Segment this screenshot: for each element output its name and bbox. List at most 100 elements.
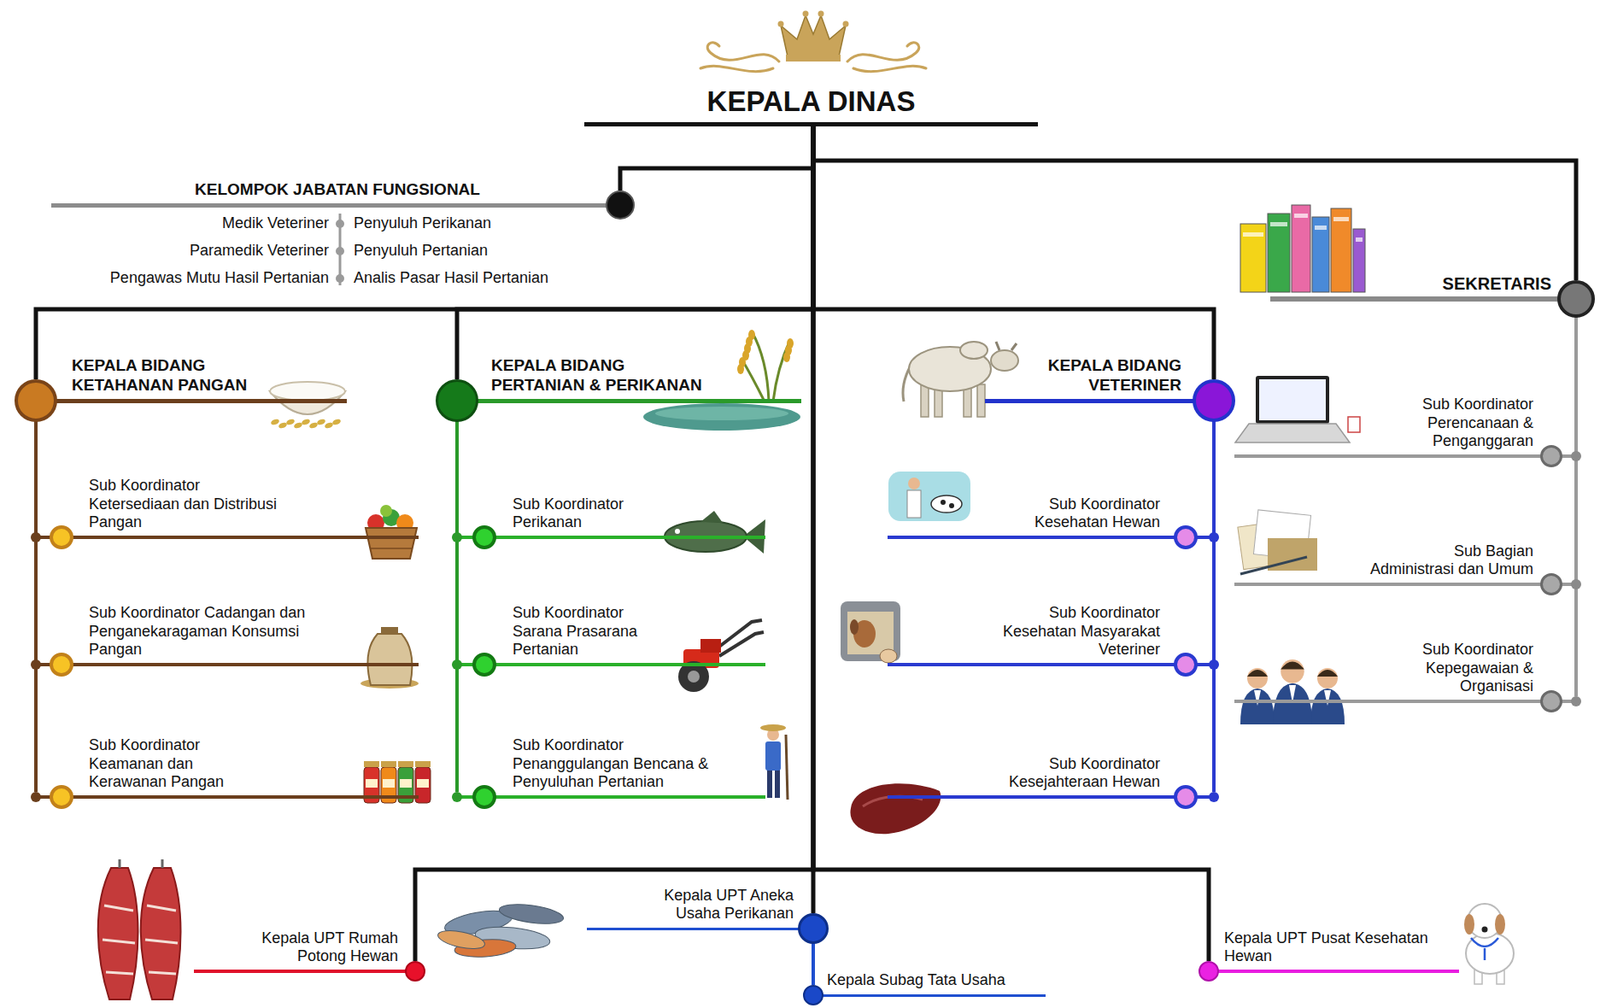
leg — [774, 768, 780, 798]
grain-sack-icon — [360, 627, 419, 689]
fish-pile-icon — [436, 901, 565, 960]
junction-dot — [451, 532, 463, 543]
fin — [700, 510, 723, 523]
carcass — [140, 867, 182, 1000]
carcass — [98, 867, 139, 1000]
suit — [1310, 688, 1345, 725]
unit-heading: KEPALA BIDANG VETERINER — [1010, 356, 1182, 396]
crown-jewel — [818, 11, 825, 18]
fish — [498, 901, 565, 927]
sub-unit: Sub Koordinator Perencanaan & Penganggar… — [1234, 395, 1577, 458]
org-connector — [35, 126, 814, 381]
liver — [849, 783, 941, 834]
head-unit: KEPALA DINAS — [584, 84, 1038, 126]
book — [1267, 213, 1290, 293]
function-list-divider — [335, 213, 345, 286]
junction-dot — [1570, 451, 1582, 462]
branch-line — [35, 662, 419, 667]
rice-grain — [277, 421, 288, 429]
books-icon — [1240, 205, 1366, 293]
function-label: Penyuluh Perikanan — [353, 214, 610, 234]
dog-ear — [849, 619, 859, 635]
handles — [715, 620, 764, 657]
people-icon — [1240, 659, 1345, 725]
fat-stripe — [145, 905, 178, 974]
sub-unit: Sub Koordinator Kesehatan Hewan — [887, 495, 1214, 540]
sub-unit: Sub Koordinator Kepegawaian & Organisasi — [1234, 640, 1577, 704]
sub-unit: Sub Koordinator Ketersediaan dan Distrib… — [35, 476, 419, 540]
unit-heading: KEPALA BIDANG PERTANIAN & PERIKANAN — [491, 356, 714, 396]
junction-dot — [451, 791, 463, 803]
laptop-icon — [1235, 375, 1360, 443]
rice-grain — [269, 417, 280, 426]
sub-unit: Sub Koordinator Penanggulangan Bencana &… — [457, 736, 766, 799]
technical-unit: Kepala UPT Pusat Kesehatan Hewan — [1208, 929, 1460, 973]
sub-unit: Sub Bagian Administrasi dan Umum — [1234, 542, 1577, 587]
node-dot — [802, 984, 824, 1006]
head — [1317, 668, 1338, 689]
fish — [436, 926, 487, 952]
node-dot — [472, 525, 497, 550]
pen — [1240, 556, 1307, 575]
function-label: Paramedik Veteriner — [51, 241, 329, 261]
branch-line — [457, 662, 766, 667]
coat — [907, 490, 921, 518]
panel — [888, 471, 971, 522]
branch-line — [457, 398, 802, 404]
unit-label: Kepala UPT Rumah Potong Hewan — [227, 929, 399, 967]
branch-line — [887, 795, 1214, 799]
shirt — [1324, 690, 1331, 706]
book-stripe — [1314, 225, 1327, 230]
unit-label: Kepala UPT Pusat Kesehatan Hewan — [1224, 929, 1430, 967]
unit-label: Sub Koordinator Keamanan dan Kerawanan P… — [88, 736, 243, 792]
junction-dot — [1208, 532, 1220, 543]
node-dot — [49, 652, 74, 677]
sub-unit: Sub Koordinator Kesehatan Masyarakat Vet… — [887, 603, 1214, 667]
spot — [940, 499, 946, 505]
crown-ornament — [700, 11, 927, 72]
unit-label: Sub Koordinator Ketersediaan dan Distrib… — [88, 476, 290, 533]
hoe — [785, 734, 788, 800]
branch-line — [457, 535, 766, 540]
function-list: Medik VeterinerPenyuluh PerikananParamed… — [51, 210, 621, 293]
unit-label: Kepala UPT Aneka Usaha Perikanan — [622, 886, 794, 924]
rice-bowl-icon — [269, 381, 346, 430]
fat-stripe — [102, 905, 135, 974]
admin-unit: Kepala Subag Tata Usaha — [813, 971, 1046, 997]
function-label: Pengawas Mutu Hasil Pertanian — [51, 269, 329, 288]
org-connector — [1574, 301, 1578, 697]
branch-line — [584, 122, 1038, 127]
node-dot — [472, 785, 497, 809]
suit — [1272, 683, 1313, 725]
unit-label: Sub Koordinator Kesejahteraan Hewan — [997, 755, 1161, 792]
sack — [367, 633, 412, 686]
jar-label — [382, 779, 395, 788]
engine — [700, 638, 721, 653]
branch-line — [1234, 699, 1577, 704]
head — [908, 477, 921, 490]
book — [1291, 205, 1311, 293]
branch-line — [35, 398, 347, 404]
jar-lid — [380, 761, 397, 768]
org-connector — [813, 126, 1577, 282]
branch-line — [35, 795, 419, 799]
branch-line — [887, 662, 1214, 667]
sub-unit: Sub Koordinator Sarana Prasarana Pertani… — [457, 603, 766, 667]
technical-unit: Kepala UPT Rumah Potong Hewan — [193, 929, 416, 973]
rice-grain — [316, 417, 326, 426]
book — [1353, 228, 1366, 293]
book-stripe — [1294, 213, 1308, 218]
node-dot — [1557, 280, 1595, 318]
hump — [960, 341, 988, 359]
hub — [687, 670, 700, 683]
sub-unit: Sub Koordinator Perikanan — [457, 495, 766, 540]
node-dot — [797, 913, 829, 944]
node-dot — [472, 652, 497, 677]
hand-tractor-icon — [678, 620, 764, 692]
unit-label: Sub Koordinator Cadangan dan Penganekara… — [88, 603, 341, 660]
book — [1240, 223, 1266, 293]
book — [1312, 216, 1330, 293]
node-dot — [14, 379, 58, 422]
head — [1247, 668, 1268, 689]
rice-grain — [331, 417, 341, 426]
